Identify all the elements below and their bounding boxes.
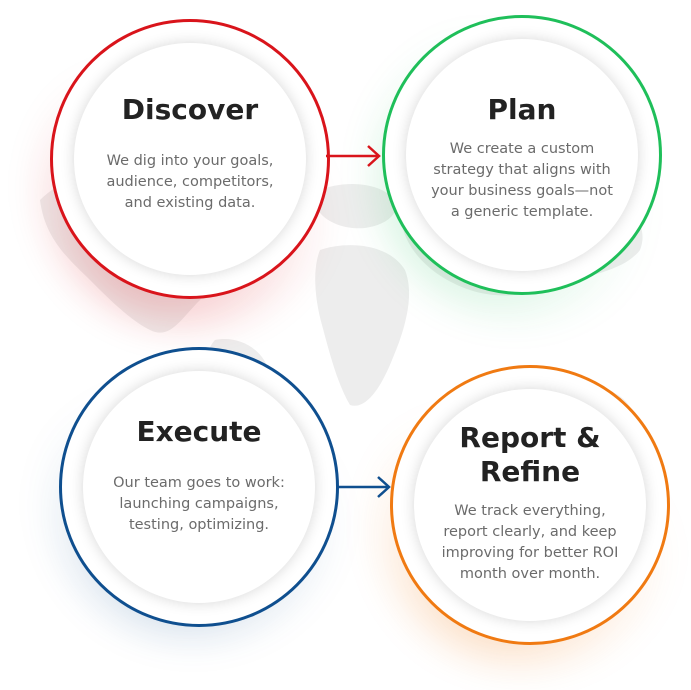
- step-refine-description: We track everything, report clearly, and…: [441, 503, 619, 582]
- step-execute-title: Execute: [136, 415, 262, 448]
- step-plan-description: We create a custom strategy that aligns …: [431, 141, 613, 220]
- step-discover-description: We dig into your goals, audience, compet…: [106, 153, 274, 211]
- step-discover-title: Discover: [121, 93, 259, 126]
- step-plan-title: Plan: [487, 93, 557, 126]
- arrow-right-icon: [336, 476, 391, 498]
- step-execute-inner: Execute Our team goes to work: launching…: [83, 371, 315, 603]
- step-plan-inner: Plan We create a custom strategy that al…: [406, 39, 638, 271]
- step-discover-inner: Discover We dig into your goals, audienc…: [74, 43, 306, 275]
- arrow-right-icon: [326, 145, 381, 167]
- step-refine: Report & Refine We track everything, rep…: [390, 365, 670, 645]
- step-execute-description: Our team goes to work: launching campaig…: [113, 475, 285, 533]
- step-refine-inner: Report & Refine We track everything, rep…: [414, 389, 646, 621]
- step-execute: Execute Our team goes to work: launching…: [59, 347, 339, 627]
- step-plan: Plan We create a custom strategy that al…: [382, 15, 662, 295]
- step-refine-title: Report & Refine: [459, 421, 601, 488]
- step-discover: Discover We dig into your goals, audienc…: [50, 19, 330, 299]
